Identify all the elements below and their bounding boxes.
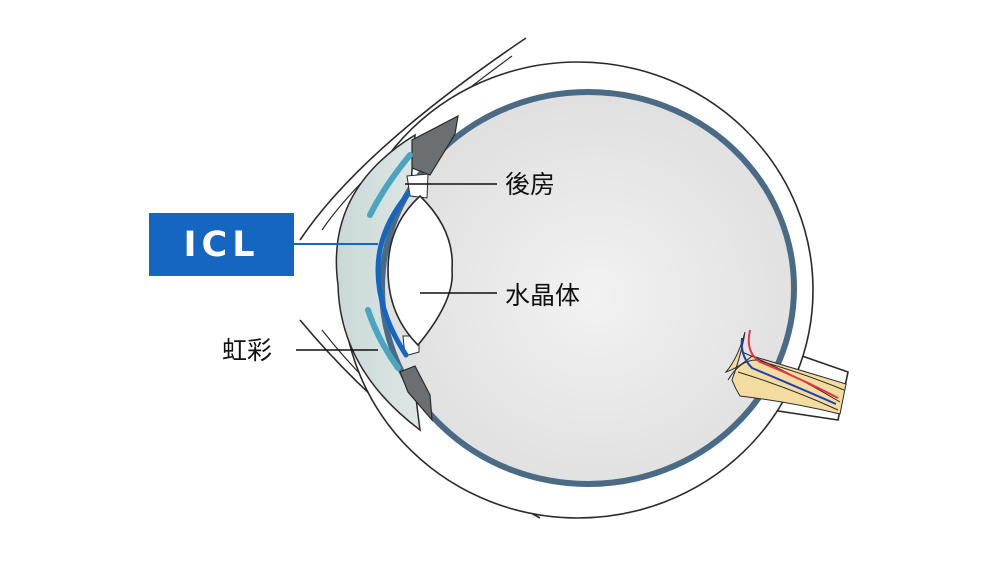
icl-implant bbox=[375, 191, 411, 358]
iris-lower bbox=[365, 307, 401, 371]
upper-eyelid-line bbox=[299, 37, 527, 241]
icl-label-box: ICL bbox=[149, 213, 294, 276]
iris-upper bbox=[367, 152, 413, 218]
icl-label: ICL bbox=[183, 224, 260, 265]
zonule-upper bbox=[406, 173, 429, 199]
iris-label: 虹彩 bbox=[222, 336, 273, 365]
ciliary-body-lower bbox=[399, 365, 433, 422]
vitreous-body bbox=[379, 89, 797, 487]
ciliary-body-upper bbox=[411, 114, 459, 176]
crystalline-lens-label: 水晶体 bbox=[505, 281, 581, 310]
crystalline-lens bbox=[387, 194, 454, 347]
optic-nerve-fibers bbox=[724, 329, 847, 415]
posterior-chamber-label: 後房 bbox=[505, 170, 556, 199]
